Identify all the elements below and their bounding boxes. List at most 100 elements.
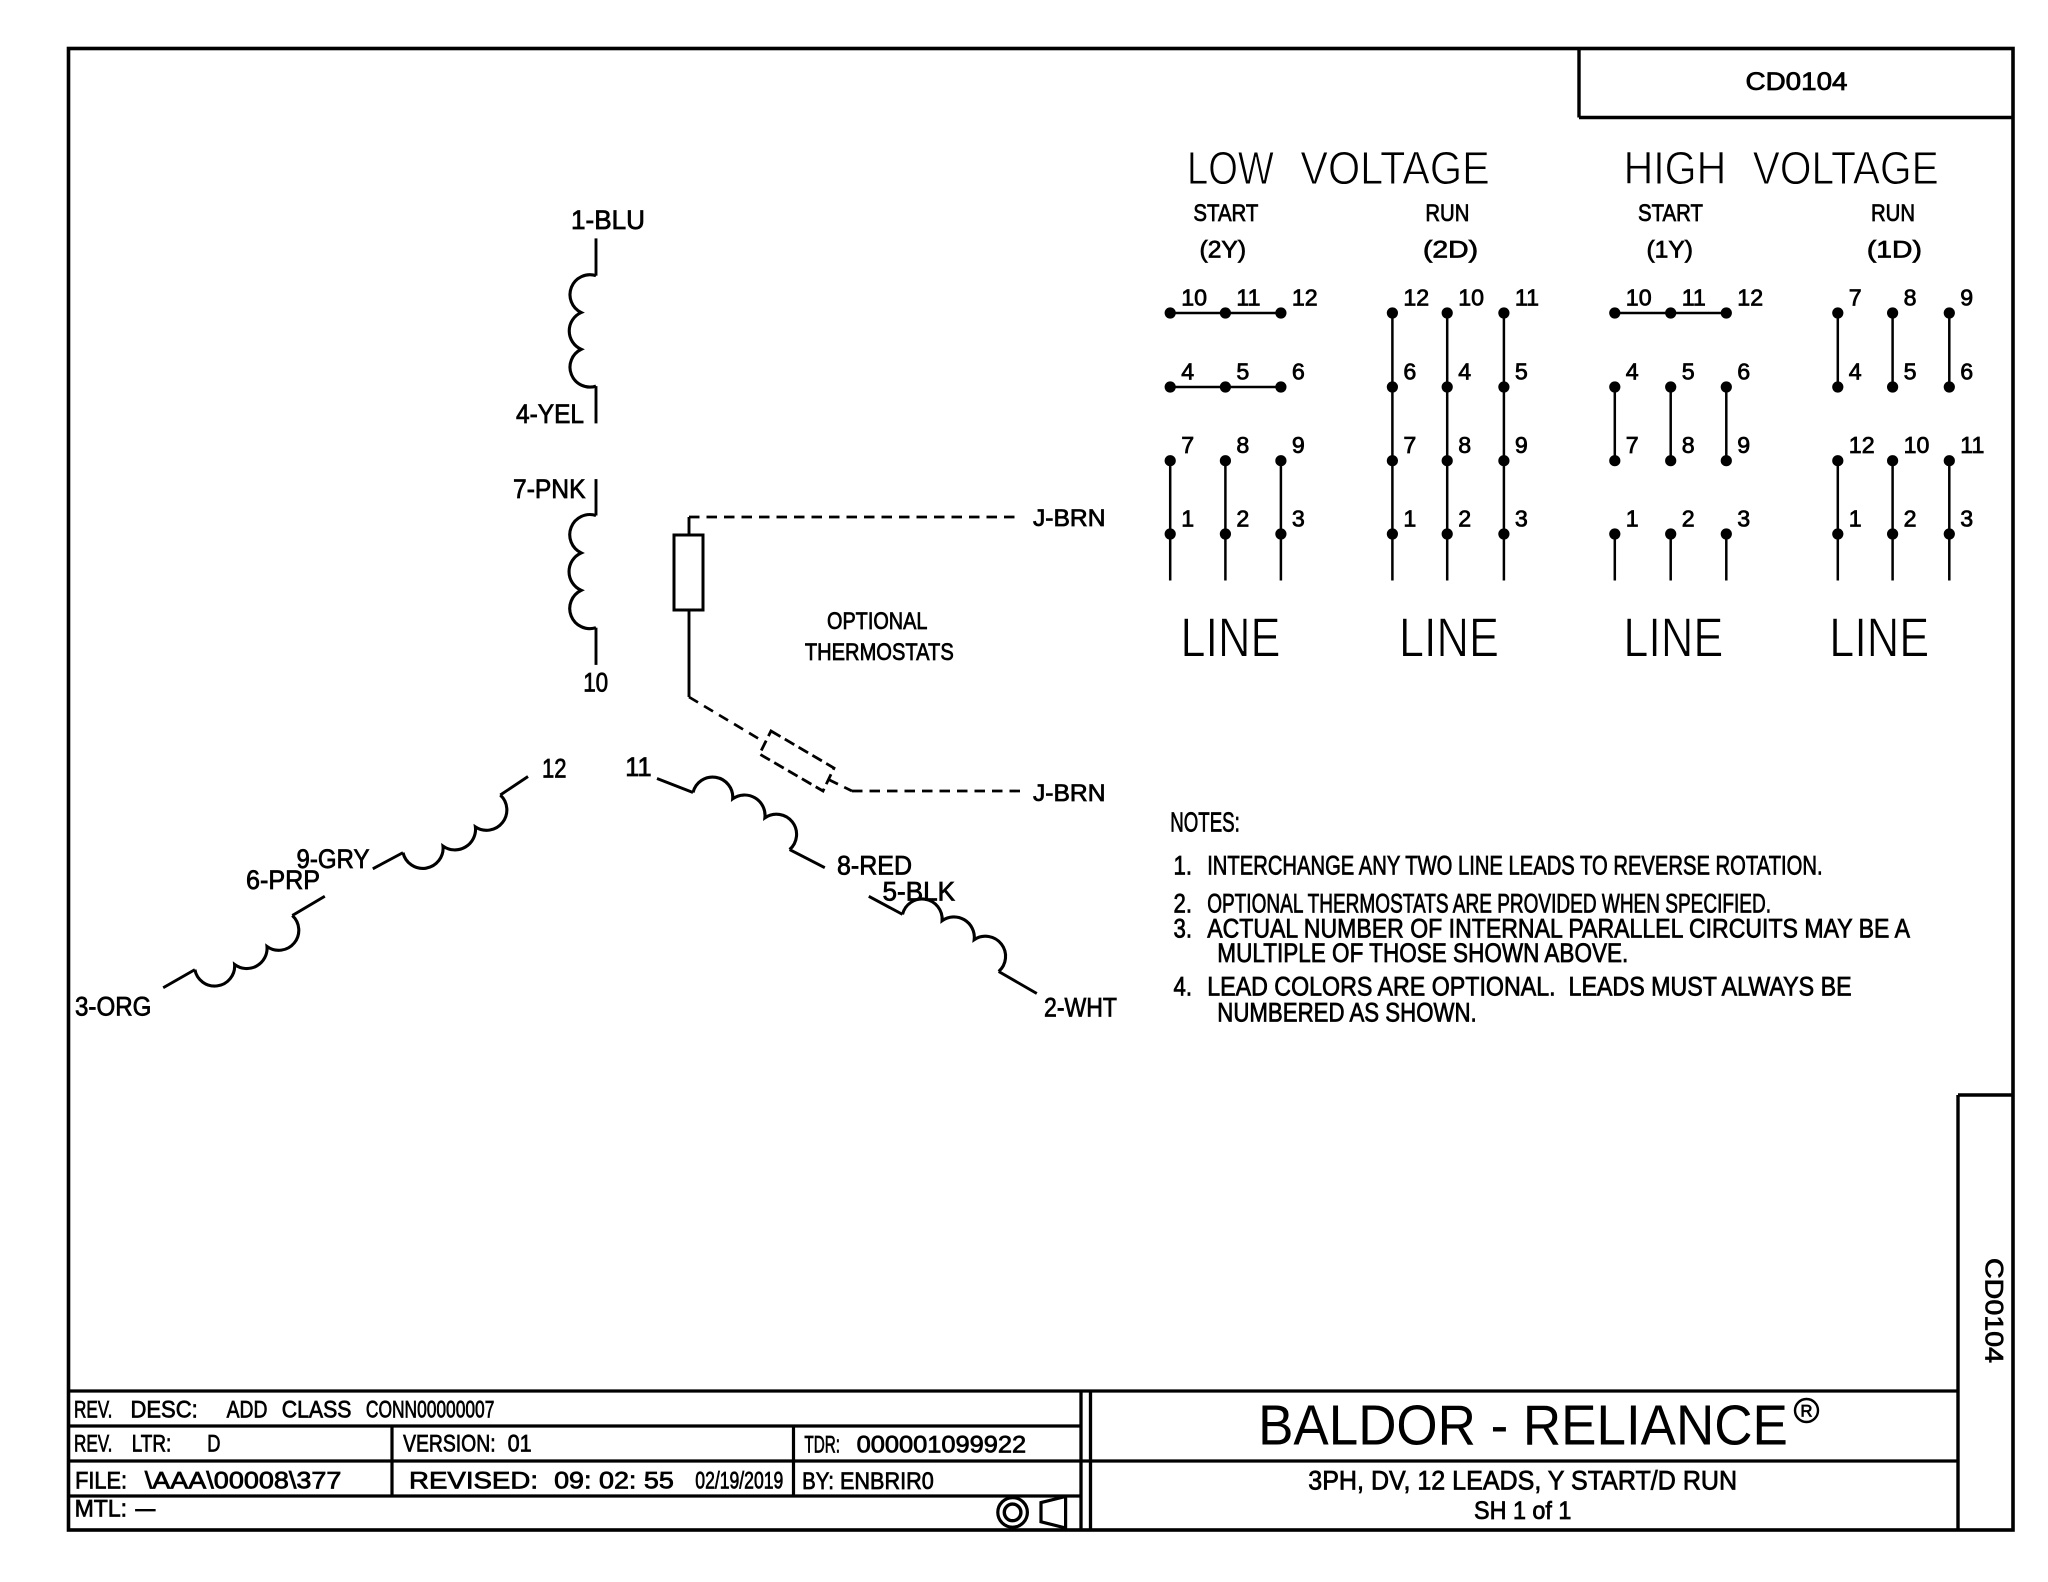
svg-text:MTL:: MTL: — [75, 1496, 128, 1523]
svg-text:12: 12 — [542, 754, 567, 784]
svg-text:RUN: RUN — [1871, 200, 1915, 227]
svg-text:3PH, DV, 12 LEADS, Y START/D R: 3PH, DV, 12 LEADS, Y START/D RUN — [1308, 1466, 1737, 1496]
svg-text:5-BLK: 5-BLK — [883, 877, 956, 907]
svg-text:7-PNK: 7-PNK — [513, 474, 586, 504]
svg-text:ACTUAL NUMBER OF INTERNAL PARA: ACTUAL NUMBER OF INTERNAL PARALLEL CIRCU… — [1207, 914, 1910, 944]
svg-text:BY:: BY: — [802, 1468, 834, 1495]
svg-text:1: 1 — [1626, 506, 1639, 532]
svg-text:(2D): (2D) — [1423, 237, 1478, 264]
svg-text:6: 6 — [1960, 359, 1973, 385]
svg-text:LINE: LINE — [1623, 606, 1723, 669]
svg-text:12: 12 — [1849, 432, 1875, 458]
svg-text:CD0104: CD0104 — [1980, 1258, 2008, 1363]
svg-text:3: 3 — [1292, 506, 1305, 532]
svg-text:4: 4 — [1849, 359, 1862, 385]
svg-text:1: 1 — [1849, 506, 1862, 532]
svg-text:7: 7 — [1849, 285, 1862, 311]
svg-text:9: 9 — [1292, 432, 1305, 458]
svg-text:NUMBERED AS SHOWN.: NUMBERED AS SHOWN. — [1217, 998, 1476, 1028]
svg-text:LINE: LINE — [1399, 606, 1499, 669]
svg-text:REVISED:: REVISED: — [409, 1468, 538, 1495]
svg-text:10: 10 — [1458, 285, 1484, 311]
svg-text:7: 7 — [1181, 432, 1194, 458]
svg-text:12: 12 — [1403, 285, 1429, 311]
svg-text:01: 01 — [508, 1431, 532, 1458]
svg-text:11: 11 — [1515, 285, 1539, 311]
svg-text:1.: 1. — [1174, 850, 1193, 880]
svg-text:9-GRY: 9-GRY — [297, 844, 370, 874]
svg-text:OPTIONAL: OPTIONAL — [827, 608, 927, 635]
svg-text:6: 6 — [1403, 359, 1416, 385]
svg-text:1: 1 — [1181, 506, 1194, 532]
svg-text:4.: 4. — [1174, 971, 1193, 1001]
svg-text:3: 3 — [1515, 506, 1528, 532]
svg-text:2: 2 — [1236, 506, 1249, 532]
svg-text:7: 7 — [1626, 432, 1639, 458]
svg-text:8: 8 — [1904, 285, 1917, 311]
svg-text:8: 8 — [1682, 432, 1695, 458]
svg-text:DESC:: DESC: — [131, 1396, 198, 1423]
svg-text:11: 11 — [1682, 285, 1706, 311]
svg-text:7: 7 — [1403, 432, 1416, 458]
svg-text:10: 10 — [583, 667, 608, 697]
svg-text:4: 4 — [1458, 359, 1471, 385]
svg-text:4: 4 — [1181, 359, 1194, 385]
svg-text:RUN: RUN — [1425, 200, 1469, 227]
svg-text:2: 2 — [1904, 506, 1917, 532]
svg-text:J-BRN: J-BRN — [1033, 780, 1106, 807]
svg-text:3: 3 — [1737, 506, 1750, 532]
svg-text:1: 1 — [1403, 506, 1416, 532]
svg-text:4-YEL: 4-YEL — [516, 399, 584, 429]
svg-text:D: D — [207, 1431, 220, 1458]
svg-text:4: 4 — [1626, 359, 1639, 385]
svg-text:FILE:: FILE: — [75, 1468, 127, 1495]
svg-text:8: 8 — [1236, 432, 1249, 458]
svg-text:THERMOSTATS: THERMOSTATS — [805, 639, 954, 666]
svg-text:ADD: ADD — [227, 1396, 268, 1423]
svg-text:VOLTAGE: VOLTAGE — [1300, 142, 1489, 194]
svg-text:6: 6 — [1292, 359, 1305, 385]
svg-text:LEAD COLORS ARE OPTIONAL. LEA: LEAD COLORS ARE OPTIONAL. LEADS MUST ALW… — [1207, 971, 1851, 1001]
svg-text:2: 2 — [1682, 506, 1695, 532]
svg-text:000001099922: 000001099922 — [857, 1432, 1027, 1459]
svg-text:CD0104: CD0104 — [1746, 68, 1848, 96]
svg-text:ENBRIR0: ENBRIR0 — [840, 1468, 934, 1495]
svg-text:J-BRN: J-BRN — [1033, 505, 1106, 532]
svg-text:TDR:: TDR: — [804, 1432, 840, 1459]
svg-text:LINE: LINE — [1181, 606, 1281, 669]
svg-text:OPTIONAL THERMOSTATS ARE PROVI: OPTIONAL THERMOSTATS ARE PROVIDED WHEN S… — [1207, 888, 1771, 918]
svg-text:\AAA\00008\377: \AAA\00008\377 — [145, 1468, 342, 1495]
svg-text:11: 11 — [1960, 432, 1984, 458]
svg-text:BALDOR - RELIANCE: BALDOR - RELIANCE — [1258, 1394, 1788, 1458]
svg-text:VERSION:: VERSION: — [403, 1431, 496, 1458]
svg-text:12: 12 — [1292, 285, 1318, 311]
svg-text:10: 10 — [1181, 285, 1207, 311]
svg-text:NOTES:: NOTES: — [1170, 807, 1240, 838]
svg-text:START: START — [1638, 200, 1703, 227]
svg-text:8: 8 — [1458, 432, 1471, 458]
svg-text:5: 5 — [1236, 359, 1249, 385]
svg-text:MULTIPLE OF THOSE SHOWN ABOVE.: MULTIPLE OF THOSE SHOWN ABOVE. — [1217, 938, 1628, 968]
svg-text:3.: 3. — [1174, 914, 1193, 944]
svg-text:VOLTAGE: VOLTAGE — [1753, 142, 1939, 194]
svg-text:09: 02: 55: 09: 02: 55 — [554, 1468, 674, 1495]
svg-text:REV.: REV. — [74, 1431, 112, 1458]
svg-text:CONN00000007: CONN00000007 — [366, 1396, 495, 1423]
svg-text:SH 1 of 1: SH 1 of 1 — [1474, 1497, 1571, 1525]
svg-text:–: – — [136, 1496, 156, 1523]
svg-text:R: R — [1801, 1402, 1813, 1420]
svg-text:9: 9 — [1960, 285, 1973, 311]
svg-text:(2Y): (2Y) — [1200, 237, 1247, 264]
svg-text:LOW: LOW — [1187, 142, 1274, 194]
svg-text:(1D): (1D) — [1867, 237, 1922, 264]
svg-text:2: 2 — [1458, 506, 1471, 532]
svg-text:9: 9 — [1515, 432, 1528, 458]
svg-text:INTERCHANGE ANY TWO LINE LEADS: INTERCHANGE ANY TWO LINE LEADS TO REVERS… — [1207, 850, 1822, 880]
svg-text:11: 11 — [625, 752, 651, 782]
svg-text:(1Y): (1Y) — [1646, 237, 1693, 264]
svg-text:3-ORG: 3-ORG — [75, 992, 151, 1022]
svg-text:2-WHT: 2-WHT — [1044, 993, 1117, 1023]
svg-text:3: 3 — [1960, 506, 1973, 532]
svg-text:5: 5 — [1904, 359, 1917, 385]
svg-text:6: 6 — [1737, 359, 1750, 385]
